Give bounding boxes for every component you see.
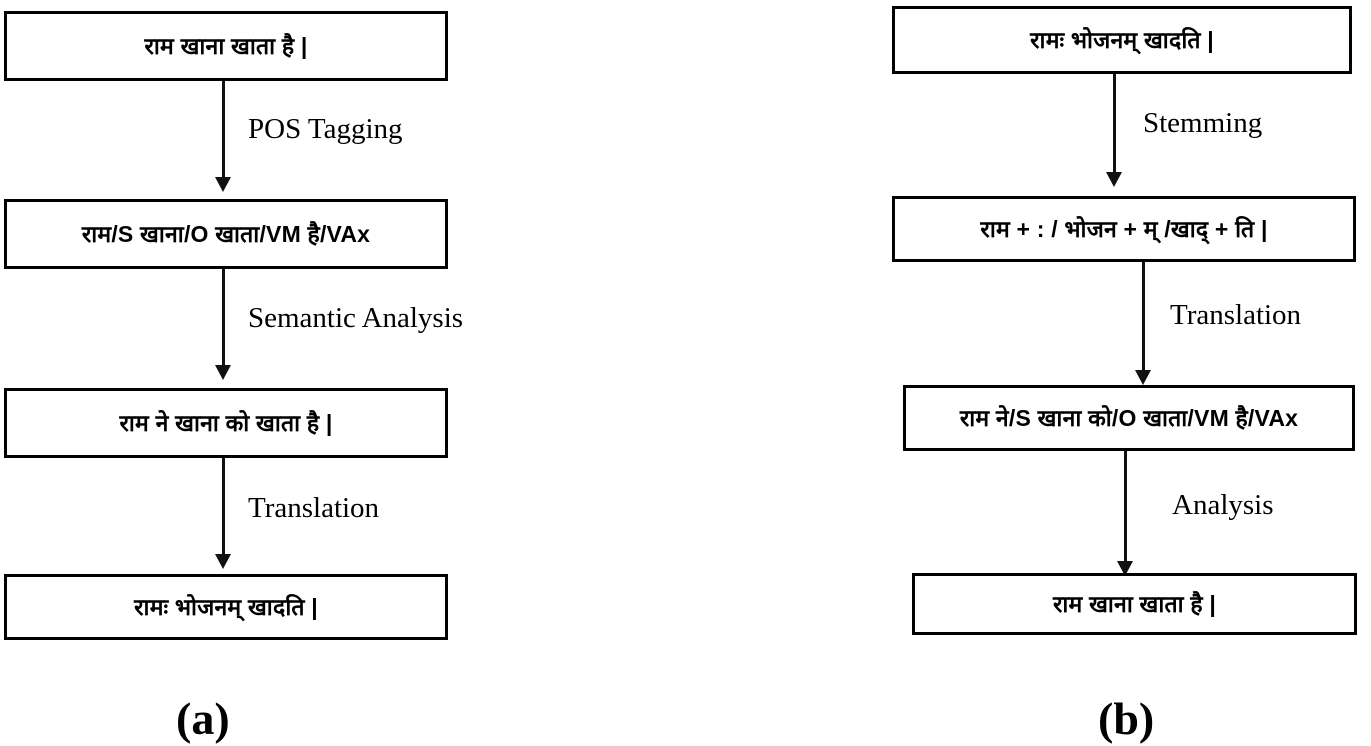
flow-box-b1: रामः भोजनम् खादति | [892, 6, 1352, 74]
flow-box-a3-label: राम ने खाना को खाता है | [119, 409, 333, 436]
edge-label-pos-tagging: POS Tagging [248, 113, 403, 145]
arrow-b3-b4 [1124, 451, 1127, 565]
edge-label-analysis: Analysis [1172, 489, 1274, 521]
edge-label-translation-a: Translation [248, 492, 380, 524]
arrow-head-a3-a4 [215, 554, 231, 569]
arrow-a3-a4 [222, 458, 225, 558]
flow-box-b2-label: राम + : / भोजन + म् /खाद् + ति | [980, 215, 1268, 242]
flow-box-b2: राम + : / भोजन + म् /खाद् + ति | [892, 196, 1356, 262]
arrow-head-b2-b3 [1135, 370, 1151, 385]
flow-box-b4: राम खाना खाता है | [912, 573, 1357, 635]
flow-box-a3: राम ने खाना को खाता है | [4, 388, 448, 458]
flow-box-a1: राम खाना खाता है | [4, 11, 448, 81]
arrow-head-a1-a2 [215, 177, 231, 192]
caption-panel-b: (b) [1098, 693, 1155, 744]
caption-panel-a: (a) [176, 693, 230, 744]
arrow-head-a2-a3 [215, 365, 231, 380]
arrow-a2-a3 [222, 269, 225, 369]
edge-label-translation-b: Translation [1170, 299, 1302, 331]
arrow-b2-b3 [1142, 262, 1145, 374]
arrow-head-b1-b2 [1106, 172, 1122, 187]
flow-box-a4-label: रामः भोजनम् खादति | [134, 593, 318, 620]
flow-box-a1-label: राम खाना खाता है | [144, 32, 308, 59]
flow-box-b3: राम ने/S खाना को/O खाता/VM है/VAx [903, 385, 1355, 451]
arrow-b1-b2 [1113, 74, 1116, 176]
flow-box-a2-label: राम/S खाना/O खाता/VM है/VAx [81, 220, 371, 247]
flow-box-b4-label: राम खाना खाता है | [1052, 590, 1217, 617]
flow-box-b1-label: रामः भोजनम् खादति | [1030, 26, 1214, 53]
edge-label-stemming: Stemming [1143, 107, 1263, 139]
flow-box-a4: रामः भोजनम् खादति | [4, 574, 448, 640]
arrow-a1-a2 [222, 81, 225, 181]
flow-box-a2: राम/S खाना/O खाता/VM है/VAx [4, 199, 448, 269]
flow-box-b3-label: राम ने/S खाना को/O खाता/VM है/VAx [959, 404, 1299, 431]
edge-label-semantic-analysis: Semantic Analysis [248, 302, 464, 334]
arrow-head-b3-b4 [1117, 561, 1133, 576]
